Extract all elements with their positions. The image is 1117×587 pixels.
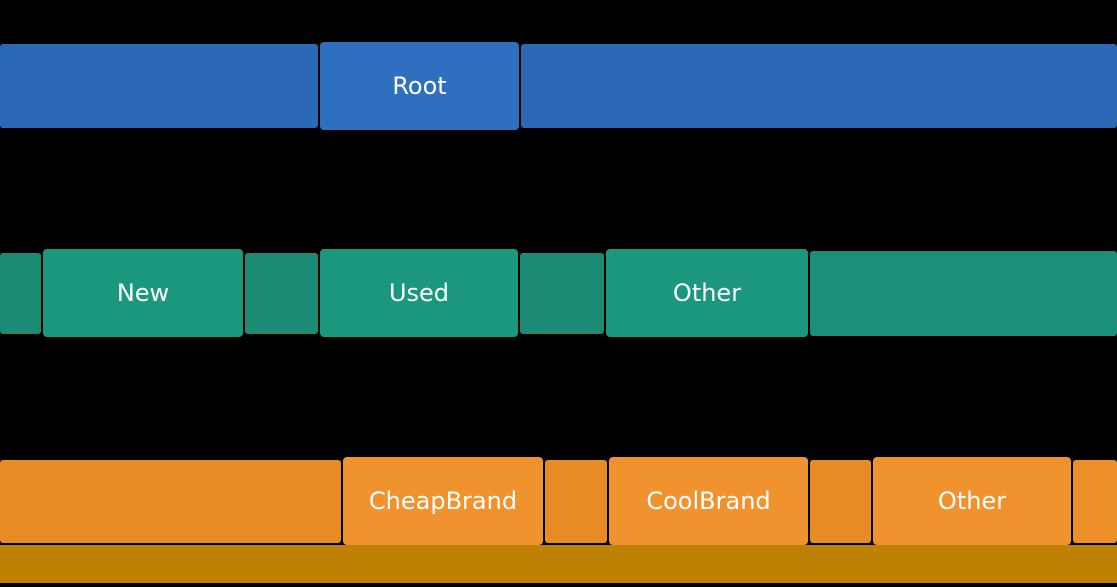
- icicle-node-cheapbrand[interactable]: CheapBrand: [343, 457, 543, 545]
- icicle-node-label-coolbrand: CoolBrand: [646, 487, 771, 515]
- icicle-node-level1-seg-c[interactable]: [520, 253, 604, 334]
- icicle-node-root[interactable]: Root: [320, 42, 519, 130]
- icicle-node-level0-seg-right[interactable]: [521, 44, 1117, 128]
- icicle-node-level3-strip[interactable]: [0, 545, 1117, 583]
- icicle-node-level1-seg-b[interactable]: [245, 253, 318, 334]
- icicle-node-level2-seg-d[interactable]: [1073, 460, 1117, 543]
- icicle-node-level2-seg-b[interactable]: [545, 460, 607, 543]
- icicle-node-label-used: Used: [388, 279, 450, 307]
- icicle-node-used[interactable]: Used: [320, 249, 518, 337]
- icicle-node-level1-seg-a[interactable]: [0, 253, 41, 334]
- icicle-node-other-level1[interactable]: Other: [606, 249, 808, 337]
- icicle-node-level0-seg-left[interactable]: [0, 44, 318, 128]
- icicle-node-new[interactable]: New: [43, 249, 243, 337]
- icicle-node-label-new: New: [116, 279, 170, 307]
- icicle-node-level2-seg-c[interactable]: [810, 460, 871, 543]
- icicle-node-label-other-level2: Other: [937, 487, 1007, 515]
- icicle-node-label-cheapbrand: CheapBrand: [368, 487, 518, 515]
- icicle-node-label-other-level1: Other: [672, 279, 742, 307]
- icicle-node-label-root: Root: [392, 72, 447, 100]
- icicle-node-level1-seg-d[interactable]: [810, 251, 1117, 336]
- icicle-node-other-level2[interactable]: Other: [873, 457, 1071, 545]
- icicle-node-coolbrand[interactable]: CoolBrand: [609, 457, 808, 545]
- icicle-node-level2-seg-a[interactable]: [0, 460, 341, 543]
